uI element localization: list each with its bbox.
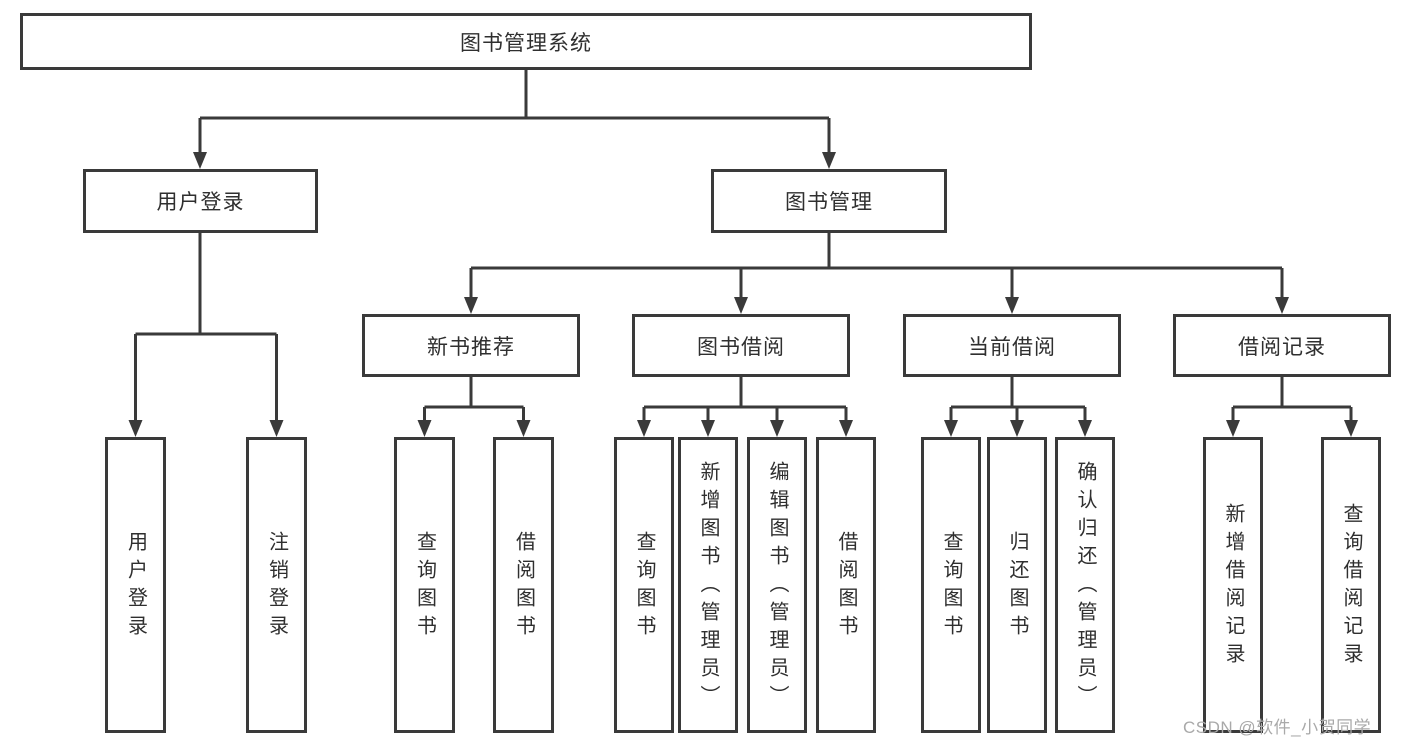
node-current-borrowing: 当前借阅 [903, 314, 1121, 377]
arrowheads [128, 152, 1358, 437]
leaf-return-books: 归还图书 [987, 437, 1047, 733]
leaf-user-login: 用户登录 [105, 437, 166, 733]
leaf-query-books-borrowing: 查询图书 [614, 437, 674, 733]
leaf-query-borrow-record: 查询借阅记录 [1321, 437, 1381, 733]
leaf-add-books-admin: 新增图书（管理员） [678, 437, 738, 733]
node-user-login: 用户登录 [83, 169, 318, 233]
leaf-borrow-books-recommend: 借阅图书 [493, 437, 554, 733]
leaf-logout: 注销登录 [246, 437, 307, 733]
leaf-confirm-return-admin: 确认归还（管理员） [1055, 437, 1115, 733]
leaf-borrow-books: 借阅图书 [816, 437, 876, 733]
node-book-management: 图书管理 [711, 169, 947, 233]
node-borrowing-records: 借阅记录 [1173, 314, 1391, 377]
leaf-query-books-current: 查询图书 [921, 437, 981, 733]
leaf-add-borrow-record: 新增借阅记录 [1203, 437, 1263, 733]
leaf-query-books-recommend: 查询图书 [394, 437, 455, 733]
leaf-edit-books-admin: 编辑图书（管理员） [747, 437, 807, 733]
node-new-book-recommendation: 新书推荐 [362, 314, 580, 377]
csdn-watermark: CSDN @软件_小贺同学 [1183, 718, 1372, 737]
node-book-borrowing: 图书借阅 [632, 314, 850, 377]
node-library-management-system: 图书管理系统 [20, 13, 1032, 70]
